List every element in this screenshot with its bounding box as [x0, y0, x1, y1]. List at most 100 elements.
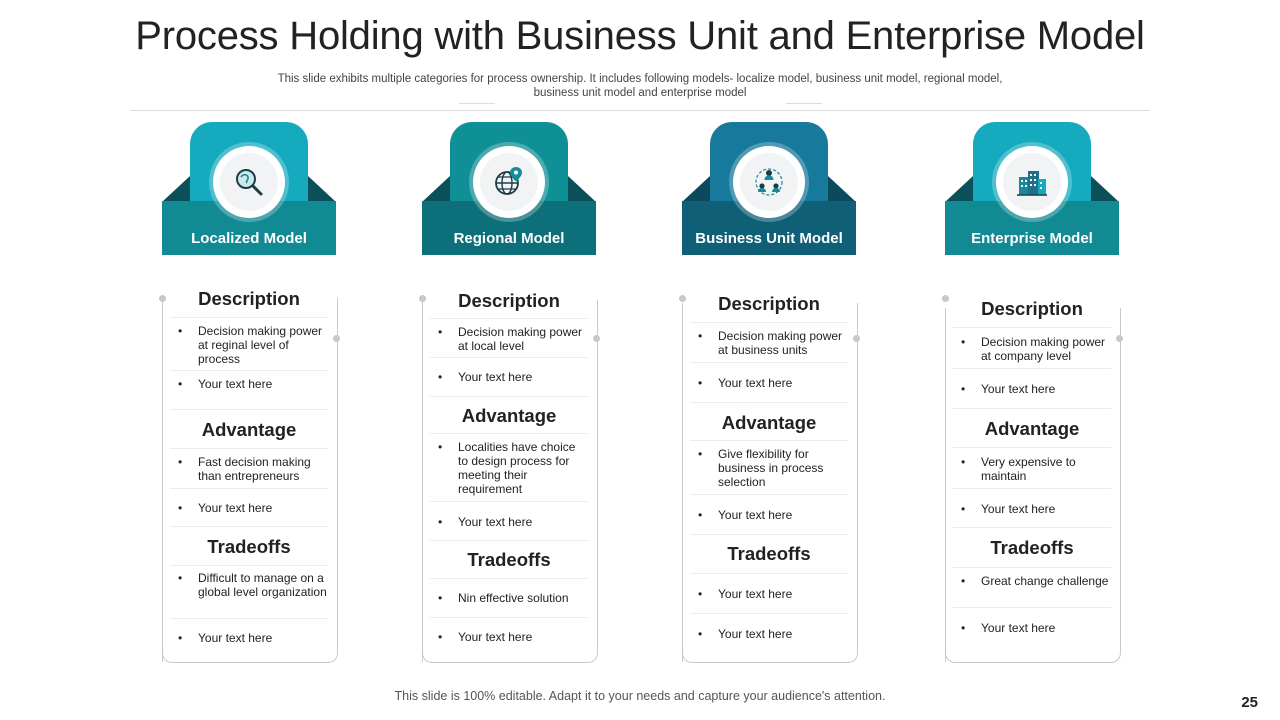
separator [953, 447, 1111, 448]
title-divider [130, 110, 1150, 111]
bullet-item: Your text here [690, 587, 848, 601]
section-heading: Advantage [721, 412, 817, 433]
bullet-item: Your text here [953, 621, 1111, 635]
bullet-item: Your text here [953, 502, 1111, 516]
section-heading: Advantage [461, 405, 557, 426]
bullet-item: Very expensive to maintain [953, 455, 1111, 483]
section-heading: Advantage [201, 419, 297, 440]
separator [170, 488, 328, 489]
banner-fold-right [308, 176, 336, 202]
bullet-item: Decision making power at reginal level o… [170, 324, 328, 366]
bullet-item: Nin effective solution [430, 591, 588, 605]
separator [430, 396, 588, 397]
banner-fold-right [568, 176, 596, 202]
search-globe-icon [236, 169, 263, 196]
separator [690, 573, 848, 574]
separator [170, 370, 328, 371]
card-dot [159, 295, 166, 302]
footer-note: This slide is 100% editable. Adapt it to… [394, 689, 886, 703]
icon-circle [733, 146, 805, 218]
model-title: Enterprise Model [971, 230, 1093, 247]
bullet-item: Localities have choice to design process… [430, 440, 588, 496]
bullet-item: Your text here [430, 515, 588, 529]
separator [430, 357, 588, 358]
separator [430, 578, 588, 579]
globe-location-icon [495, 167, 522, 195]
bullet-item: Decision making power at business units [690, 329, 848, 357]
icon-circle [473, 146, 545, 218]
section-heading: Tradeoffs [990, 537, 1074, 558]
separator [690, 322, 848, 323]
banner-fold-right [828, 176, 856, 202]
separator [170, 618, 328, 619]
separator [953, 327, 1111, 328]
separator [170, 526, 328, 527]
separator [170, 317, 328, 318]
bullet-item: Give flexibility for business in process… [690, 447, 848, 489]
separator [953, 408, 1111, 409]
org-users-icon [755, 168, 783, 196]
model-card [422, 300, 598, 663]
model-title: Localized Model [191, 230, 307, 247]
card-dot [333, 335, 340, 342]
section-heading: Tradeoffs [207, 536, 291, 557]
model-column-business-unit: Business Unit Model Description Decision… [679, 0, 882, 720]
bullet-item: Your text here [690, 627, 848, 641]
bullet-item: Fast decision making than entrepreneurs [170, 455, 328, 483]
bullet-item: Your text here [170, 501, 328, 515]
slide-subtitle: This slide exhibits multiple categories … [277, 73, 1003, 99]
model-column-localized: Localized Model Description Decision mak… [159, 0, 362, 720]
section-heading: Description [718, 293, 820, 314]
model-title: Regional Model [453, 230, 565, 247]
bullet-item: Your text here [953, 382, 1111, 396]
separator [690, 494, 848, 495]
section-heading: Description [981, 298, 1083, 319]
separator [430, 318, 588, 319]
divider-accent-right [786, 103, 822, 104]
separator [430, 433, 588, 434]
separator [430, 617, 588, 618]
separator [953, 607, 1111, 608]
model-column-enterprise: Enterprise Model Description Decision ma… [942, 0, 1145, 720]
section-heading: Advantage [984, 418, 1080, 439]
model-title: Business Unit Model [695, 230, 843, 247]
model-card [682, 303, 858, 663]
section-heading: Tradeoffs [467, 549, 551, 570]
bullet-item: Your text here [690, 508, 848, 522]
bullet-item: Your text here [430, 630, 588, 644]
separator [170, 565, 328, 566]
card-dot [853, 335, 860, 342]
section-heading: Tradeoffs [727, 543, 811, 564]
card-dot [679, 295, 686, 302]
separator [430, 501, 588, 502]
banner-fold-left [945, 176, 973, 202]
bullet-item: Your text here [690, 376, 848, 390]
bullet-item: Decision making power at local level [430, 325, 588, 353]
bullet-item: Decision making power at company level [953, 335, 1111, 363]
card-dot [1116, 335, 1123, 342]
card-dot [942, 295, 949, 302]
card-dot [593, 335, 600, 342]
banner-fold-left [162, 176, 190, 202]
bullet-item: Your text here [170, 631, 328, 645]
separator [690, 613, 848, 614]
separator [690, 362, 848, 363]
section-heading: Description [198, 288, 300, 309]
bullet-item: Difficult to manage on a global level or… [170, 571, 328, 599]
page-number: 25 [1241, 694, 1258, 711]
icon-circle [996, 146, 1068, 218]
banner-fold-right [1091, 176, 1119, 202]
icon-circle [213, 146, 285, 218]
separator [170, 448, 328, 449]
bullet-item: Your text here [430, 370, 588, 384]
separator [430, 540, 588, 541]
separator [690, 534, 848, 535]
buildings-icon [1017, 171, 1047, 196]
separator [690, 440, 848, 441]
model-column-regional: Regional Model Description Decision maki… [419, 0, 622, 720]
model-card [945, 308, 1121, 663]
separator [170, 409, 328, 410]
separator [953, 368, 1111, 369]
bullet-item: Great change challenge [953, 574, 1111, 588]
separator [953, 488, 1111, 489]
